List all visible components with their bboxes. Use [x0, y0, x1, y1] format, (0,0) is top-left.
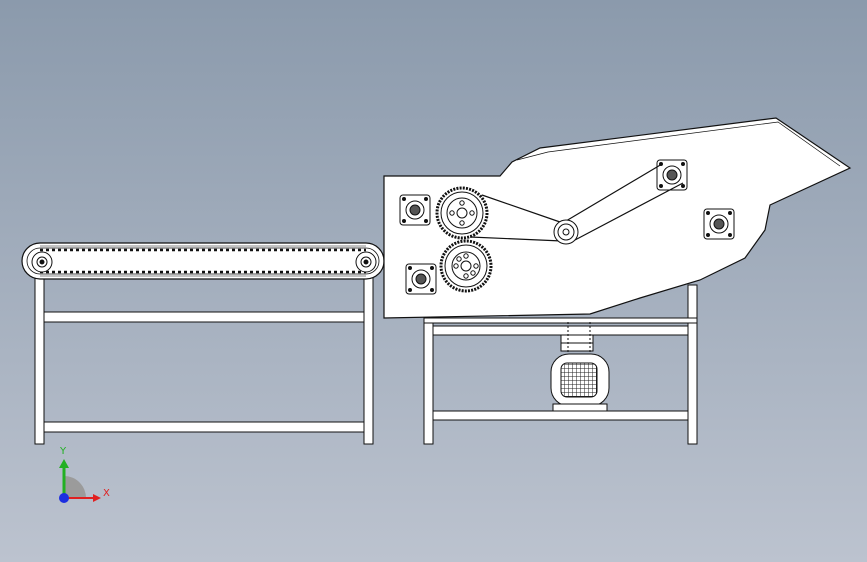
conveyor-stand — [34, 269, 374, 445]
idler-pulley — [553, 219, 579, 245]
machine-stand — [423, 284, 698, 445]
coordinate-triad: X Y — [59, 446, 110, 503]
drive-belts — [469, 163, 684, 242]
conveyor-assembly — [21, 242, 385, 445]
triad-y-arrow — [59, 459, 69, 468]
triad-x-label: X — [103, 488, 110, 499]
bearing-block-right — [703, 208, 735, 240]
triad-plane-arc — [64, 476, 86, 498]
triad-z-origin — [59, 493, 69, 503]
conveyor-belt — [21, 242, 385, 280]
upper-gear — [435, 186, 489, 240]
conveyor-pulley-right — [355, 251, 377, 273]
triad-y-label: Y — [59, 446, 67, 457]
motor — [550, 322, 610, 412]
lower-gear — [439, 239, 493, 293]
bearing-block-upper-right — [656, 159, 688, 191]
bearing-block-bottom-left — [405, 263, 437, 295]
conveyor-pulley-left — [31, 251, 53, 273]
bearing-block-top-left — [399, 194, 431, 226]
triad-x-arrow — [93, 494, 101, 502]
crusher-assembly — [383, 117, 852, 445]
